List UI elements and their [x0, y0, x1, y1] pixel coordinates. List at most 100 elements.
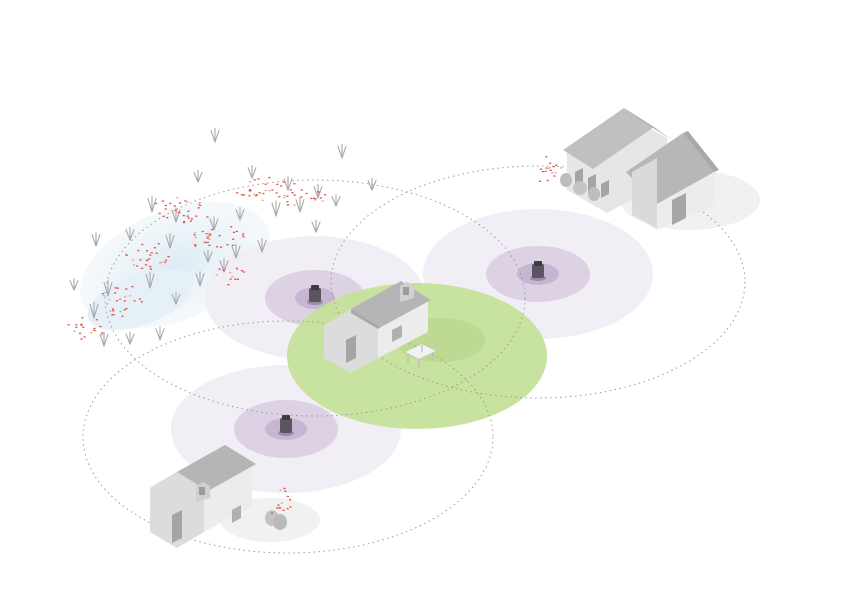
flower-speck	[555, 164, 558, 166]
flower-speck	[67, 324, 70, 326]
flower-speck	[157, 243, 160, 245]
flower-speck	[289, 506, 292, 508]
flower-speck	[83, 336, 86, 338]
flower-speck	[310, 197, 313, 200]
flower-speck	[552, 166, 555, 168]
flower-speck	[173, 205, 176, 207]
device-left	[307, 285, 323, 305]
flower-speck	[100, 334, 103, 336]
flower-speck	[275, 517, 278, 519]
flower-speck	[286, 204, 290, 206]
flower-speck	[108, 299, 111, 301]
grass-tuft	[147, 196, 157, 213]
flower-speck	[80, 323, 83, 325]
flower-speck	[283, 196, 286, 199]
flower-speck	[231, 275, 234, 278]
flower-speck	[232, 244, 235, 246]
flower-speck	[148, 258, 151, 260]
flower-speck	[241, 234, 244, 236]
flower-speck	[179, 202, 182, 204]
grass-tuft	[283, 176, 293, 191]
flower-speck	[197, 207, 200, 209]
flower-speck	[208, 233, 211, 235]
flower-speck	[262, 192, 265, 195]
flower-speck	[253, 179, 256, 181]
device-lower	[278, 415, 294, 436]
grass-tuft	[210, 127, 220, 143]
flower-speck	[231, 238, 235, 240]
flower-speck	[111, 314, 114, 316]
flower-speck	[261, 199, 264, 201]
flower-speck	[137, 249, 140, 252]
house-center	[320, 281, 437, 373]
flower-speck	[189, 220, 192, 222]
flower-speck	[559, 167, 563, 169]
flower-speck	[545, 156, 548, 158]
grass-tuft	[311, 219, 321, 233]
flower-speck	[164, 204, 167, 207]
flower-speck	[549, 162, 552, 164]
patio-furniture	[404, 343, 437, 369]
flower-speck	[102, 295, 105, 297]
flower-speck	[81, 317, 84, 319]
flower-speck	[123, 300, 126, 302]
flower-speck	[544, 170, 547, 173]
grass-tuft	[271, 200, 281, 217]
flower-speck	[187, 210, 190, 212]
flower-speck	[119, 311, 122, 313]
flower-speck	[158, 212, 161, 215]
flower-speck	[314, 198, 317, 200]
flower-speck	[109, 310, 112, 312]
flower-speck	[230, 226, 233, 228]
flower-speck	[210, 228, 214, 231]
flower-speck	[145, 259, 148, 261]
flower-speck	[125, 307, 128, 310]
flower-speck	[209, 233, 212, 235]
flower-speck	[208, 244, 211, 246]
grass-tuft	[89, 301, 99, 319]
flower-speck	[293, 194, 296, 196]
flower-speck	[554, 172, 557, 174]
flower-speck	[205, 233, 208, 235]
flower-speck	[174, 209, 177, 212]
flower-speck	[106, 303, 109, 305]
grass-tuft	[203, 249, 213, 263]
flower-speck	[111, 308, 115, 310]
flower-speck	[160, 261, 163, 263]
grass-tuft	[195, 271, 205, 287]
flower-speck	[149, 254, 152, 256]
flower-speck	[220, 246, 223, 248]
flower-speck	[186, 215, 189, 217]
flower-speck	[206, 241, 209, 244]
flower-speck	[131, 286, 134, 288]
flower-speck	[321, 200, 324, 202]
flower-speck	[240, 194, 243, 196]
flower-speck	[546, 168, 550, 170]
flower-speck	[313, 197, 316, 199]
flower-speck	[169, 202, 172, 205]
flower-speck	[101, 332, 104, 334]
flower-speck	[206, 237, 209, 239]
flower-field	[67, 127, 563, 519]
flower-speck	[242, 232, 245, 235]
flower-speck	[240, 270, 243, 272]
grass-tuft	[69, 278, 79, 291]
grass-tuft	[231, 243, 241, 259]
flower-speck	[234, 278, 237, 280]
flower-speck	[236, 268, 239, 270]
flower-speck	[291, 192, 294, 194]
flower-speck	[194, 244, 197, 246]
flower-speck	[178, 211, 181, 214]
flower-speck	[155, 252, 158, 254]
grass-tuft	[257, 238, 267, 253]
flower-speck	[176, 197, 179, 199]
flower-speck	[186, 201, 189, 203]
flower-speck	[248, 195, 251, 197]
flower-speck	[205, 236, 209, 238]
flower-speck	[279, 185, 283, 187]
flower-speck	[257, 178, 260, 180]
flower-speck	[538, 180, 542, 182]
flower-speck	[165, 259, 168, 261]
flower-speck	[276, 183, 279, 186]
